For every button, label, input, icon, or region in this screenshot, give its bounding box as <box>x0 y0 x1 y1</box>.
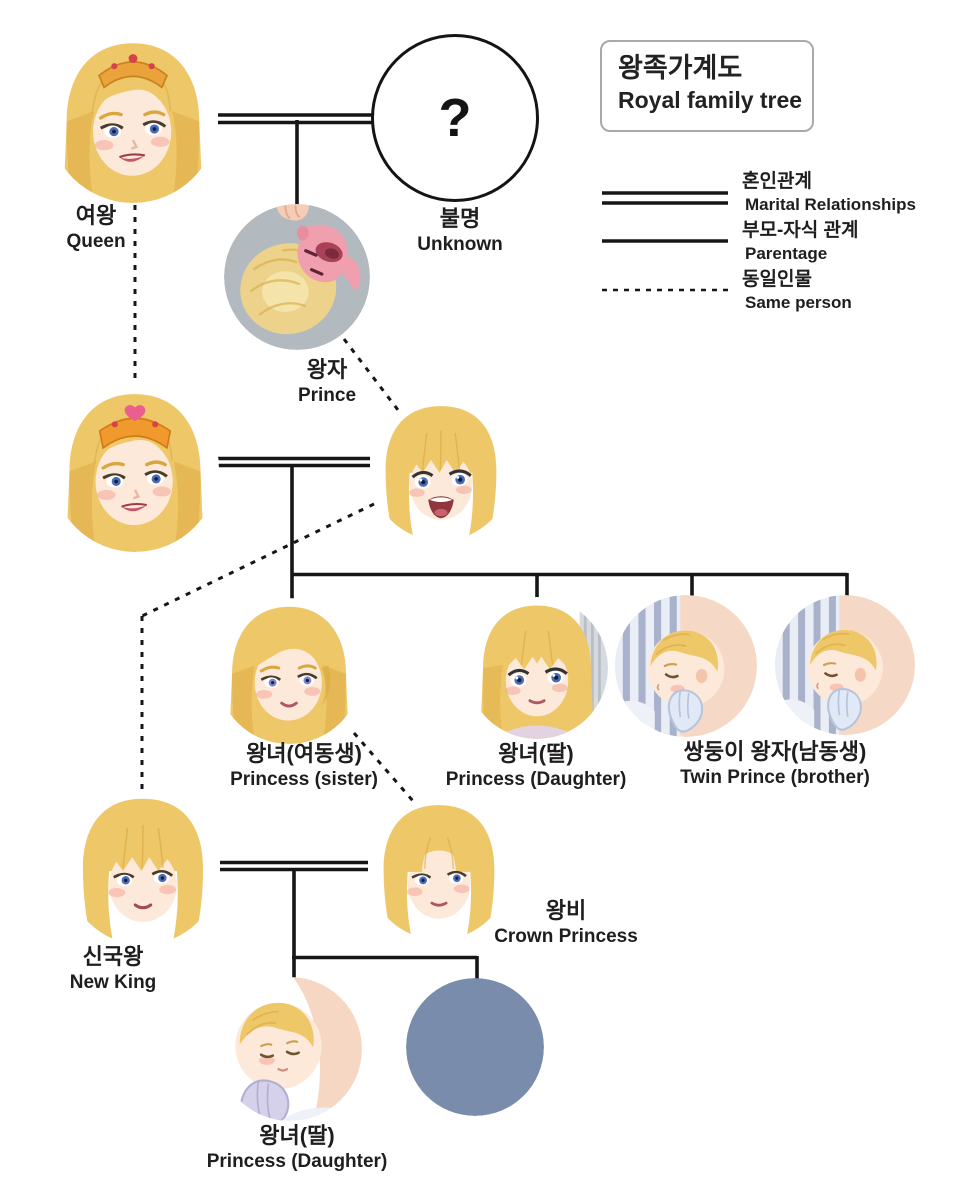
label-ko: 불명 <box>439 206 481 231</box>
label-ko: 여왕 <box>75 203 117 228</box>
twin-prince-label: 쌍둥이 왕자(남동생) Twin Prince (brother) <box>680 739 870 791</box>
label-en: Crown Princess <box>494 926 638 948</box>
baby-princess-portrait <box>218 977 362 1121</box>
label-ko: 왕녀(딸) <box>498 741 574 766</box>
crown-princess-portrait <box>368 798 510 940</box>
marriage-line-queen-unknown <box>218 113 372 125</box>
crown-princess-label: 왕비 Crown Princess <box>494 898 638 950</box>
legend-label-ko: 부모-자식 관계 <box>742 220 859 241</box>
legend-item-marriage: 혼인관계 Marital Relationships <box>742 170 916 216</box>
label-ko: 왕녀(여동생) <box>246 741 362 766</box>
unknown-label: 불명 Unknown <box>417 206 503 258</box>
label-en: Princess (Daughter) <box>445 769 627 791</box>
twin-prince-2-portrait <box>775 595 915 735</box>
marriage-line-newking-crownprincess <box>220 860 368 872</box>
baby-princess-label: 왕녀(딸) Princess (Daughter) <box>207 1123 388 1175</box>
legend-label-en: Marital Relationships <box>745 195 916 214</box>
label-ko: 신국왕 <box>82 944 144 969</box>
unknown-person-circle: ? <box>371 34 539 202</box>
unnamed-child-silhouette <box>406 978 544 1116</box>
queen-portrait <box>48 33 218 203</box>
baby-prince-portrait <box>224 204 370 350</box>
label-en: Princess (Daughter) <box>206 1151 388 1173</box>
princess-sister-label: 왕녀(여동생) Princess (sister) <box>230 741 378 793</box>
title-korean: 왕족가계도 <box>618 53 743 83</box>
question-mark: ? <box>438 88 472 148</box>
princess-daughter-label: 왕녀(딸) Princess (Daughter) <box>446 741 627 793</box>
label-en: Queen <box>66 231 126 253</box>
label-en: New King <box>69 972 157 994</box>
legend-line-double <box>602 191 728 205</box>
label-ko: 왕자 <box>306 357 348 382</box>
new-king-label: 신국왕 New King <box>70 944 157 996</box>
legend-item-parentage: 부모-자식 관계 Parentage <box>742 219 859 265</box>
label-ko: 왕녀(딸) <box>259 1123 335 1148</box>
princess-sister-portrait <box>216 598 362 744</box>
legend-label-ko: 동일인물 <box>742 269 812 290</box>
marriage-line-queen-prince <box>218 456 370 468</box>
label-en: Prince <box>297 385 357 407</box>
queen-label: 여왕 Queen <box>66 203 125 255</box>
new-king-portrait <box>66 791 220 945</box>
twin-prince-1-portrait <box>615 595 757 737</box>
legend-item-same-person: 동일인물 Same person <box>742 268 852 314</box>
legend-label-en: Same person <box>745 293 852 312</box>
legend-label-ko: 혼인관계 <box>742 171 812 192</box>
prince-label: 왕자 Prince <box>298 357 356 409</box>
title-box: 왕족가계도 Royal family tree <box>600 40 814 132</box>
queen-later-portrait <box>51 384 219 552</box>
legend-label-en: Parentage <box>745 244 828 263</box>
label-ko: 쌍둥이 왕자(남동생) <box>683 739 867 764</box>
label-en: Unknown <box>417 234 503 256</box>
label-en: Twin Prince (brother) <box>680 767 870 789</box>
princess-daughter-portrait <box>466 597 608 739</box>
grown-prince-portrait <box>370 399 512 541</box>
label-en: Princess (sister) <box>230 769 378 791</box>
title-english: Royal family tree <box>618 86 803 113</box>
label-ko: 왕비 <box>545 898 587 923</box>
